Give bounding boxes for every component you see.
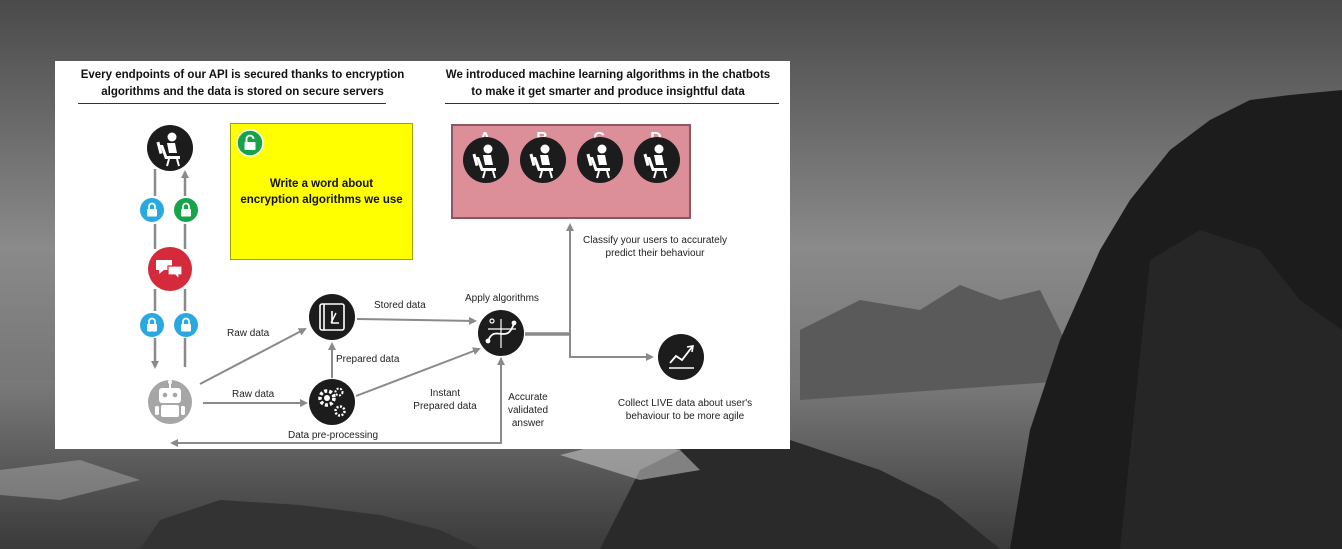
- label-accurate: Accurate: [508, 392, 548, 403]
- user-group-d-icon: [634, 137, 680, 183]
- lock-icon: [139, 312, 165, 338]
- label-validated: validated: [507, 405, 549, 416]
- arrow-storage-to-algorithm: [356, 316, 477, 325]
- label-collect-line2: behaviour to be more agile: [625, 411, 745, 422]
- user-at-laptop-icon: [147, 125, 193, 171]
- chat-bubbles-icon: [148, 247, 192, 291]
- label-accurate-answer: Accurate validated answer: [502, 391, 554, 430]
- label-classify-line2: predict their behaviour: [605, 248, 705, 259]
- lock-icon: [173, 312, 199, 338]
- label-stored-data: Stored data: [374, 300, 426, 311]
- right-heading-line1: We introduced machine learning algorithm…: [445, 69, 771, 81]
- right-heading-rule: [445, 103, 779, 104]
- label-instant-prepared-data: Prepared data: [413, 401, 477, 412]
- right-heading: We introduced machine learning algorithm…: [433, 67, 783, 101]
- left-heading-rule: [78, 103, 386, 104]
- arrow-raw-to-storage: [199, 328, 307, 385]
- label-raw-data-bottom: Raw data: [232, 389, 275, 400]
- left-heading: Every endpoints of our API is secured th…: [69, 67, 416, 101]
- unlock-icon: [236, 129, 264, 157]
- robot-icon: [148, 380, 192, 424]
- right-heading-line2: to make it get smarter and produce insig…: [471, 86, 745, 98]
- user-group-a-icon: [463, 137, 509, 183]
- label-raw-data-top: Raw data: [227, 328, 270, 339]
- diagram-panel: Every endpoints of our API is secured th…: [55, 61, 790, 449]
- label-data-preprocessing: Data pre-processing: [288, 430, 379, 441]
- encryption-note[interactable]: Write a word about encryption algorithms…: [230, 123, 413, 260]
- label-collect-line1: Collect LIVE data about user's: [617, 398, 753, 409]
- label-answer: answer: [511, 418, 545, 429]
- left-heading-line1: Every endpoints of our API is secured th…: [80, 69, 405, 81]
- label-instant: Instant: [429, 388, 461, 399]
- label-apply-algorithms: Apply algorithms: [465, 293, 539, 304]
- label-classify-users: Classify your users to accurately predic…: [575, 234, 735, 260]
- label-classify-line1: Classify your users to accurately: [583, 235, 727, 246]
- note-line2: encryption algorithms we use: [240, 194, 403, 206]
- arrow-to-analytics: [569, 334, 654, 361]
- note-line1: Write a word about: [269, 178, 374, 190]
- algorithm-icon: [478, 310, 524, 356]
- note-text: Write a word about encryption algorithms…: [231, 176, 412, 208]
- user-group-c-icon: [577, 137, 623, 183]
- label-prepared-data: Prepared data: [336, 354, 400, 365]
- diagram-graphics: [139, 125, 704, 447]
- user-group-b-icon: [520, 137, 566, 183]
- arrow-gears-to-algorithm: [355, 347, 481, 397]
- lock-icon: [139, 197, 165, 223]
- gears-icon: [309, 379, 355, 425]
- label-collect-live-data: Collect LIVE data about user's behaviour…: [605, 397, 765, 423]
- chart-trend-icon: [658, 334, 704, 380]
- unlock-icon: [173, 197, 199, 223]
- label-instant-prepared: Instant Prepared data: [405, 387, 485, 413]
- left-heading-line2: algorithms and the data is stored on sec…: [101, 86, 384, 98]
- document-storage-icon: [309, 294, 355, 340]
